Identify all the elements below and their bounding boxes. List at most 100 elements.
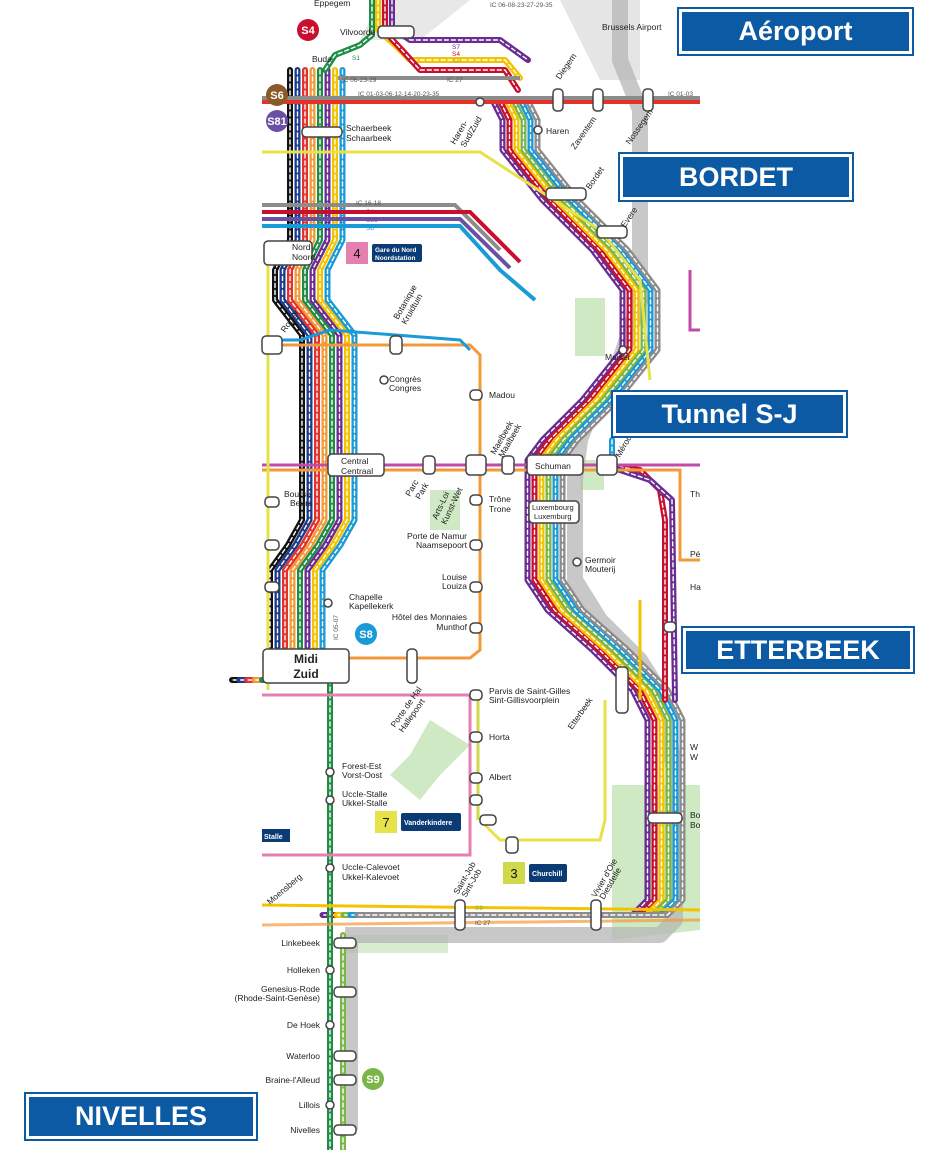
label-congres-1: Congrès: [389, 374, 421, 384]
svg-text:Noordstation: Noordstation: [375, 255, 415, 262]
station-meiser: [618, 345, 628, 355]
station-albert-2: [469, 794, 483, 806]
svg-text:3: 3: [510, 866, 517, 881]
label-braine-alleud: Braine-l'Alleud: [265, 1075, 320, 1085]
label-genesius-1: Genesius-Rode: [261, 984, 320, 994]
line-s1-north: [322, 0, 375, 73]
station-waterloo: [333, 1050, 357, 1062]
label-calevoet-2: Ukkel-Kalevoet: [342, 872, 400, 882]
label-de-hoek: De Hoek: [287, 1020, 321, 1030]
station-louise: [469, 581, 483, 593]
badge-s8: S8: [355, 623, 377, 645]
line-s7-north: [389, 0, 531, 63]
station-parc: [422, 455, 436, 475]
label-ic-06-08: IC 06-08-23-27-29-35: [490, 2, 553, 9]
label-linkebeek: Linkebeek: [281, 938, 321, 948]
station-evere-marker: [596, 225, 628, 239]
label-ha: Ha: [690, 582, 701, 592]
label-nord-1: Nord: [292, 242, 311, 252]
station-porte-hal: [406, 648, 418, 684]
rail-lines: [229, 0, 686, 1150]
label-midi-1: Midi: [294, 652, 318, 666]
station-vilvoorde: [377, 25, 415, 39]
line-s9-ring: [340, 97, 672, 918]
station-uccle-stalle: [325, 795, 335, 805]
label-calevoet-1: Uccle-Calevoet: [342, 862, 400, 872]
label-central-2: Centraal: [341, 466, 373, 476]
station-schaerbeek: [301, 126, 343, 138]
station-linkebeek: [333, 937, 357, 949]
svg-text:4: 4: [353, 246, 360, 261]
label-ic-right: IC 01-03: [668, 91, 693, 98]
station-nossegem: [642, 88, 654, 112]
label-haren: Haren: [546, 126, 569, 136]
badge-s6: S6: [266, 84, 288, 106]
callout-etterbeek-text: ETTERBEEK: [716, 634, 880, 665]
line-s7-trunk: [266, 67, 343, 683]
label-louise-1: Louise: [442, 572, 467, 582]
line-ic-ring: [354, 97, 686, 918]
label-hotel-monnaies-1: Hôtel des Monnaies: [392, 612, 467, 622]
station-bordet-marker: [545, 187, 587, 201]
label-chapelle-1: Chapelle: [349, 592, 383, 602]
callout-bordet-text: BORDET: [679, 161, 793, 192]
station-congres: [379, 375, 389, 385]
callout-aeroport: Aéroport: [677, 7, 914, 56]
label-pe: Pé: [690, 549, 701, 559]
label-s9: S9: [475, 905, 483, 912]
label-schaerbeek-1: Schaerbeek: [346, 123, 392, 133]
station-schuman: [526, 454, 584, 476]
label-waterloo: Waterloo: [286, 1051, 320, 1061]
label-trone-1: Trône: [489, 494, 511, 504]
label-s4-2: S4: [366, 209, 374, 216]
svg-text:S9: S9: [366, 1074, 379, 1086]
svg-text:S4: S4: [301, 25, 315, 37]
line-s7-east: [602, 462, 678, 703]
callout-tunnel-text: Tunnel S-J: [661, 398, 798, 429]
station-trone: [469, 494, 483, 506]
station-nord: [263, 240, 313, 266]
station-central: [327, 453, 385, 477]
station-braine-alleud: [333, 1074, 357, 1086]
stalle-parking-badge: [262, 829, 290, 842]
badge-s81: S81: [266, 110, 288, 132]
label-lillois: Lillois: [299, 1100, 320, 1110]
label-luxembourg-2: Luxemburg: [534, 512, 572, 521]
station-bourse: [264, 496, 280, 508]
label-meiser: Meiser: [605, 352, 631, 362]
label-porte-namur-2: Naamsepoort: [416, 540, 468, 550]
station-botanique: [389, 335, 403, 355]
station-calevoet: [325, 863, 335, 873]
station-diegem: [552, 88, 564, 112]
callout-aeroport-text: Aéroport: [738, 16, 853, 46]
station-hotel-monnaies: [469, 622, 483, 634]
label-schaerbeek-2: Schaarbeek: [346, 133, 392, 143]
label-s81: S81: [366, 217, 378, 224]
station-nivelles: [333, 1124, 357, 1136]
station-markers: [261, 25, 683, 1136]
station-holleken: [325, 965, 335, 975]
station-saint-job: [454, 899, 466, 931]
label-stalle-parking: Stalle: [264, 834, 283, 841]
svg-text:S6: S6: [270, 90, 283, 102]
label-schuman: Schuman: [535, 461, 571, 471]
station-genesius-rode: [333, 986, 357, 998]
label-bo-2: Bo: [690, 820, 701, 830]
station-germoir: [572, 557, 582, 567]
station-rogier: [261, 335, 283, 355]
callout-tunnel: Tunnel S-J: [611, 390, 848, 438]
label-ic-27: IC 27: [447, 77, 463, 84]
label-brussels-airport: Brussels Airport: [602, 22, 662, 32]
svg-text:7: 7: [382, 815, 389, 830]
station-luxembourg: [528, 500, 580, 524]
label-bourse-1: Bourse: [284, 489, 311, 499]
label-ic-06-23-29: IC 06-23-29: [342, 77, 377, 84]
station-porte-namur: [469, 539, 483, 551]
label-uccle-stalle-1: Uccle-Stalle: [342, 789, 388, 799]
line-s7-ring: [319, 97, 651, 918]
station-churchill-marker: [505, 836, 519, 854]
label-nord-2: Noord: [292, 252, 315, 262]
label-forest-1: Forest-Est: [342, 761, 382, 771]
label-th: Th: [690, 489, 700, 499]
